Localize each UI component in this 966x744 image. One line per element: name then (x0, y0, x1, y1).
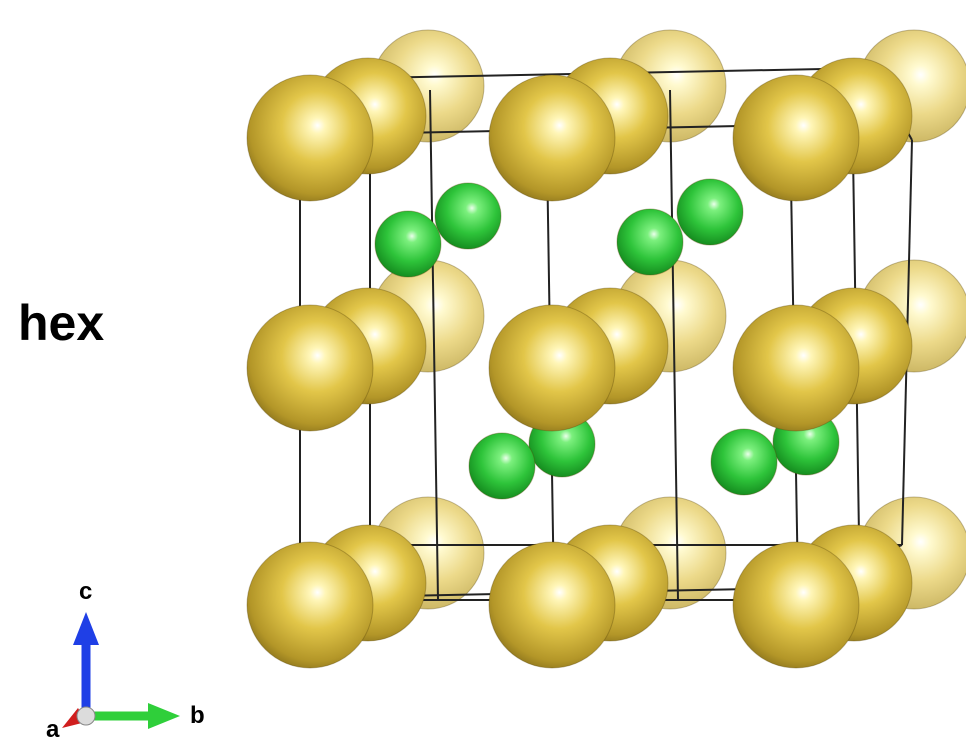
cell-edge (429, 89, 439, 601)
anion-front-layer (374, 208, 778, 500)
b-axis-label: b (190, 702, 205, 729)
front-cation-layer (246, 74, 860, 669)
axis-indicator (62, 612, 180, 729)
cation-atom-front (246, 541, 374, 669)
cation-atom-front (732, 74, 860, 202)
cation-atom-front (732, 304, 860, 432)
anion-atom (434, 182, 502, 250)
anion-atom (676, 178, 744, 246)
b-axis-arrow-head (148, 703, 180, 729)
anion-atom (374, 210, 442, 278)
c-axis-arrow-head (73, 612, 99, 645)
a-axis-label: a (46, 716, 60, 743)
axis-origin-sphere (76, 706, 96, 726)
anion-atom (616, 208, 684, 276)
cation-atom-front (488, 74, 616, 202)
anion-atom (468, 432, 536, 500)
anion-back-layer (434, 178, 840, 478)
structure-label: hex (18, 295, 105, 351)
c-axis-label: c (79, 578, 93, 605)
cell-edge (669, 89, 679, 601)
cation-atom-front (488, 304, 616, 432)
cation-atom-front (246, 74, 374, 202)
cation-atom-front (488, 541, 616, 669)
anion-atom (710, 428, 778, 496)
cation-atom-front (246, 304, 374, 432)
cation-atom-front (732, 541, 860, 669)
